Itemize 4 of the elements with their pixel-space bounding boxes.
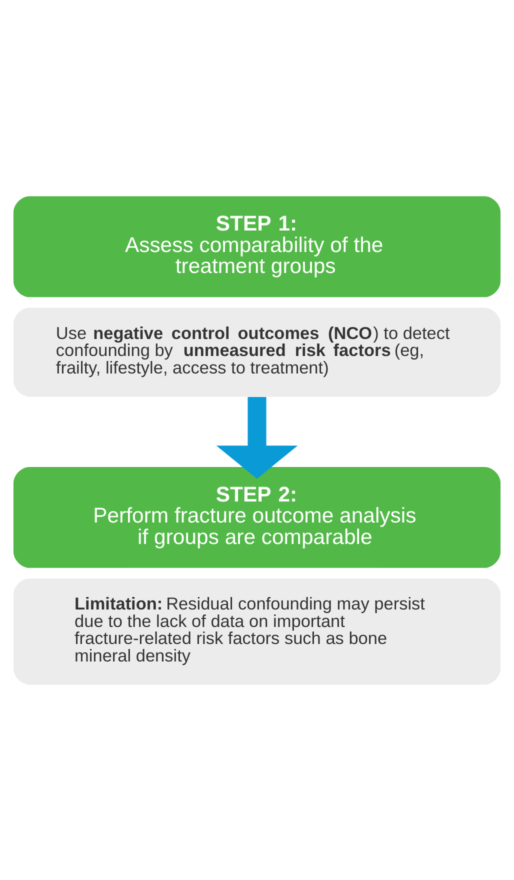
arrow — [216, 396, 298, 478]
node-box: STEP 2: Perform fracture outcome analysis if groups are comparable — [13, 466, 501, 568]
node-box: STEP 1: Assess comparability of the treatment groups — [13, 196, 501, 297]
node-box: Use negative control outcomes (NCO) to detect confounding by unmeasured risk factors (eg, frailty, lifestyle, access to treatment) — [13, 307, 501, 396]
